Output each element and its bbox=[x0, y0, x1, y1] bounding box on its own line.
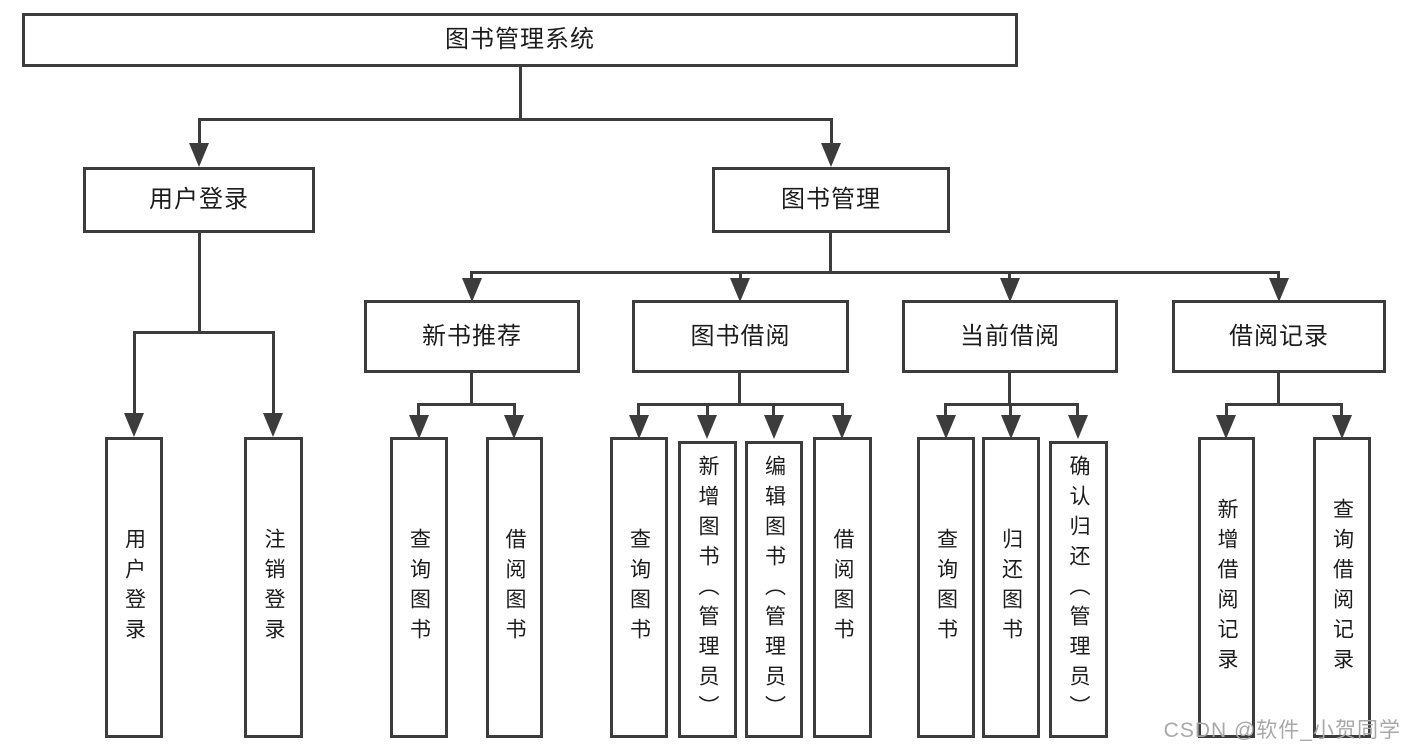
connector-root-to-book-management bbox=[830, 118, 833, 146]
connector-user-login-rail bbox=[133, 331, 275, 334]
connector-borrowing-rail bbox=[637, 403, 844, 406]
connector-to-confirm-return bbox=[1076, 403, 1079, 417]
arrow-down-edit-books bbox=[764, 415, 784, 439]
connector-current-stem bbox=[1008, 371, 1011, 405]
leaf-add-books-admin: 新增图书（管理员） bbox=[678, 441, 737, 738]
leaf-current-query-books: 查询图书 bbox=[917, 437, 975, 738]
connector-to-borrowing-borrow bbox=[841, 403, 844, 417]
node-current-borrowing-label: 当前借阅 bbox=[960, 322, 1060, 350]
leaf-add-borrow-record: 新增借阅记录 bbox=[1198, 437, 1255, 738]
connector-recommend-stem bbox=[470, 371, 473, 405]
leaf-recommend-query-books: 查询图书 bbox=[390, 437, 448, 738]
leaf-edit-books-admin-label: 编辑图书（管理员） bbox=[762, 454, 786, 725]
leaf-recommend-borrow-books: 借阅图书 bbox=[486, 437, 543, 738]
leaf-borrowing-query-books: 查询图书 bbox=[610, 437, 668, 738]
arrow-down-new-book-recommend bbox=[462, 278, 482, 302]
connector-to-new-book-recommend bbox=[470, 271, 473, 282]
arrow-down-leaf-logout bbox=[263, 413, 283, 437]
connector-to-recommend-query bbox=[417, 403, 420, 417]
connector-to-add-books bbox=[706, 403, 709, 417]
connector-to-add-record bbox=[1225, 403, 1228, 417]
leaf-borrowing-borrow-books-label: 借阅图书 bbox=[831, 527, 854, 648]
connector-book-management-rail bbox=[470, 271, 1280, 274]
connector-to-leaf-logout bbox=[272, 331, 275, 417]
connector-to-current-borrowing bbox=[1008, 271, 1011, 282]
leaf-logout-label: 注销登录 bbox=[262, 527, 285, 648]
node-book-management: 图书管理 bbox=[712, 167, 950, 233]
connector-records-stem bbox=[1277, 371, 1280, 405]
connector-to-leaf-user-login bbox=[133, 331, 136, 417]
connector-to-current-query bbox=[944, 403, 947, 417]
arrow-down-borrowing-borrow bbox=[832, 415, 852, 439]
node-user-login: 用户登录 bbox=[83, 167, 315, 233]
node-user-login-label: 用户登录 bbox=[149, 186, 249, 213]
leaf-recommend-borrow-books-label: 借阅图书 bbox=[503, 527, 526, 648]
node-library-system: 图书管理系统 bbox=[22, 13, 1018, 67]
arrow-down-book-borrowing bbox=[730, 278, 750, 302]
connector-root-stem bbox=[519, 64, 522, 120]
watermark: CSDN @软件_小贺同学 bbox=[1163, 719, 1401, 742]
leaf-return-books-label: 归还图书 bbox=[999, 527, 1023, 648]
arrow-down-borrowing-records bbox=[1269, 278, 1289, 302]
node-book-borrowing-label: 图书借阅 bbox=[690, 322, 791, 350]
node-borrowing-records: 借阅记录 bbox=[1172, 300, 1386, 373]
arrow-down-current-query bbox=[936, 415, 956, 439]
node-book-borrowing: 图书借阅 bbox=[632, 300, 849, 373]
connector-to-borrowing-query bbox=[637, 403, 640, 417]
leaf-add-books-admin-label: 新增图书（管理员） bbox=[696, 454, 719, 725]
connector-to-return-books bbox=[1009, 403, 1012, 417]
arrow-down-recommend-borrow bbox=[504, 415, 524, 439]
arrow-down-recommend-query bbox=[409, 415, 429, 439]
arrow-down-query-record bbox=[1332, 415, 1352, 439]
leaf-confirm-return-admin-label: 确认归还（管理员） bbox=[1067, 454, 1090, 725]
leaf-borrowing-query-books-label: 查询图书 bbox=[627, 527, 651, 648]
leaf-user-login-label: 用户登录 bbox=[122, 527, 146, 648]
leaf-return-books: 归还图书 bbox=[982, 437, 1040, 738]
leaf-add-borrow-record-label: 新增借阅记录 bbox=[1215, 497, 1238, 678]
arrow-down-leaf-user-login bbox=[124, 413, 144, 437]
node-new-book-recommend-label: 新书推荐 bbox=[422, 322, 522, 350]
node-library-system-label: 图书管理系统 bbox=[445, 26, 595, 53]
node-book-management-label: 图书管理 bbox=[781, 186, 881, 213]
connector-borrowing-stem bbox=[738, 371, 741, 405]
arrow-down-borrowing-query bbox=[629, 415, 649, 439]
node-borrowing-records-label: 借阅记录 bbox=[1229, 322, 1329, 350]
connector-to-book-borrowing bbox=[739, 271, 742, 282]
leaf-query-borrow-record: 查询借阅记录 bbox=[1313, 437, 1371, 738]
leaf-user-login: 用户登录 bbox=[105, 437, 163, 738]
arrow-down-add-record bbox=[1216, 415, 1236, 439]
arrow-down-user-login bbox=[189, 143, 209, 167]
arrow-down-confirm-return bbox=[1068, 415, 1088, 439]
leaf-logout: 注销登录 bbox=[244, 437, 303, 738]
arrow-down-return-books bbox=[1001, 415, 1021, 439]
connector-root-to-user-login bbox=[198, 118, 201, 146]
leaf-query-borrow-record-label: 查询借阅记录 bbox=[1330, 497, 1354, 678]
node-new-book-recommend: 新书推荐 bbox=[364, 300, 580, 373]
connector-records-rail bbox=[1225, 403, 1343, 406]
arrow-down-book-management bbox=[821, 143, 841, 167]
leaf-borrowing-borrow-books: 借阅图书 bbox=[813, 437, 872, 738]
connector-to-query-record bbox=[1340, 403, 1343, 417]
connector-user-login-stem bbox=[198, 230, 201, 333]
node-current-borrowing: 当前借阅 bbox=[902, 300, 1118, 373]
leaf-recommend-query-books-label: 查询图书 bbox=[407, 527, 431, 648]
connector-to-recommend-borrow bbox=[513, 403, 516, 417]
leaf-current-query-books-label: 查询图书 bbox=[934, 527, 958, 648]
arrow-down-current-borrowing bbox=[1000, 278, 1020, 302]
connector-to-edit-books bbox=[772, 403, 775, 417]
connector-to-borrowing-records bbox=[1277, 271, 1280, 282]
connector-book-management-stem bbox=[829, 231, 832, 273]
connector-root-rail bbox=[198, 118, 833, 121]
arrow-down-add-books bbox=[697, 415, 717, 439]
connector-recommend-rail bbox=[417, 403, 516, 406]
leaf-edit-books-admin: 编辑图书（管理员） bbox=[745, 441, 803, 738]
leaf-confirm-return-admin: 确认归还（管理员） bbox=[1049, 441, 1108, 738]
